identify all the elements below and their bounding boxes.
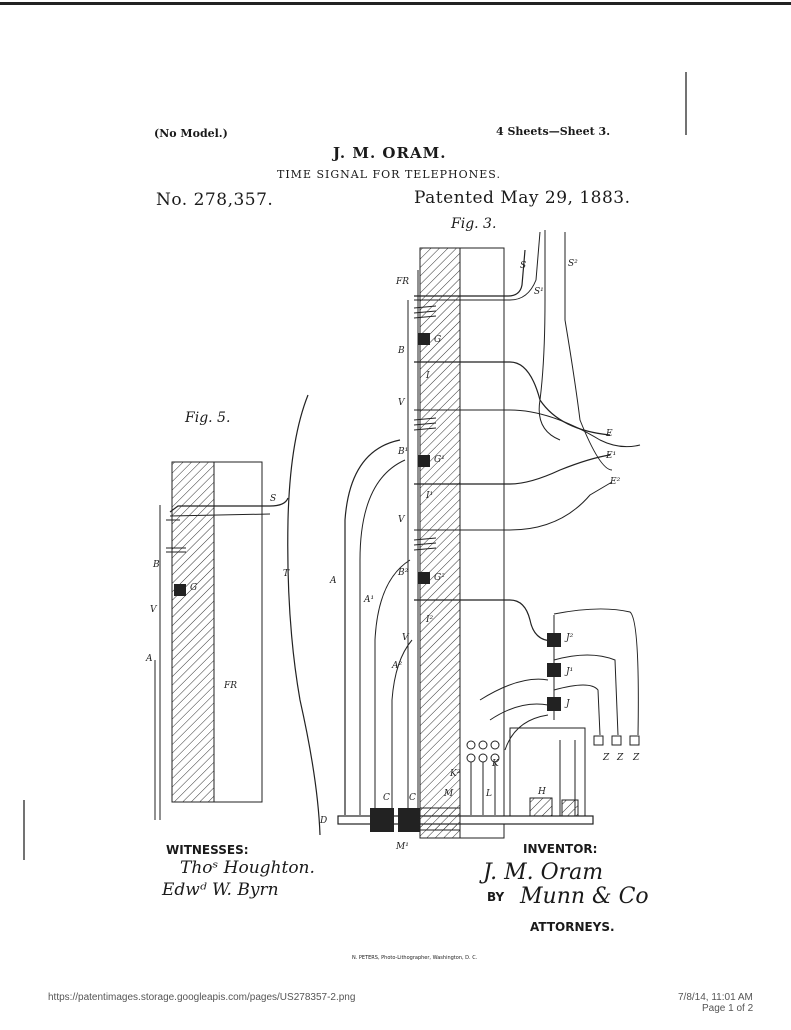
top-border-line [0,2,791,5]
label-t: T [283,569,290,579]
witness-signature-2: Edwᵈ W. Byrn [162,880,279,900]
label-j2: J² [564,633,574,643]
label-j1: J¹ [564,667,573,677]
label-h: H [537,787,546,797]
inventor-signature: J. M. Oram [483,860,604,885]
label-b2: B² [397,568,409,578]
label-i: I [425,371,430,381]
label-z-2: Z [616,753,624,763]
patent-number: No. 278,357. [156,190,274,210]
label-a1: A¹ [363,595,374,605]
attorney-signature: Munn & Co [520,884,649,909]
label-g1: G¹ [434,455,445,465]
label-c-2: C [409,793,416,803]
label-s: S [520,261,526,271]
label-m1: M¹ [395,842,409,852]
label-z-3: Z [632,753,640,763]
label-d: D [319,816,327,826]
label-g: G [434,335,441,345]
label-a: A [329,576,337,586]
label-m: M [443,789,454,799]
label-z-1: Z [602,753,610,763]
witnesses-heading: WITNESSES: [166,843,249,857]
figure-3 [337,230,641,839]
attorneys-label: ATTORNEYS. [530,920,615,934]
label-s-fig5: S [270,494,276,504]
fig3-label: Fig. 3. [451,216,497,232]
label-s1: S¹ [534,287,544,297]
no-model-label: (No Model.) [154,127,228,140]
label-e: E [605,429,613,439]
footer-page: Page 1 of 2 [702,1003,754,1014]
inventor-heading: INVENTOR: [523,842,598,856]
figure-5 [154,394,321,836]
label-v-2: V [398,515,406,525]
footer-datetime: 7/8/14, 11:01 AM [678,992,753,1003]
sheets-label: 4 Sheets—Sheet 3. [496,125,611,138]
label-b-fig5: B [152,560,160,570]
label-b: B [397,346,405,356]
label-g-fig5: G [190,583,197,593]
label-s2: S² [568,259,578,269]
witness-signature-1: Thoˢ Houghton. [180,858,315,878]
printer-imprint: N. PETERS, Photo-Lithographer, Washingto… [352,955,478,961]
patent-date: Patented May 29, 1883. [414,188,631,208]
label-e2: E² [609,477,621,487]
label-a2: A² [391,661,402,671]
label-g2: G² [434,573,445,583]
label-i1: I¹ [425,491,433,501]
label-i2: I² [425,615,434,625]
label-k: K [491,759,500,769]
label-c-1: C [383,793,390,803]
by-label: BY [487,890,505,904]
label-v-3: V [402,633,410,643]
label-j: J [564,699,571,709]
footer-url: https://patentimages.storage.googleapis.… [48,992,356,1003]
label-k2: K² [449,769,461,779]
label-v-1: V [398,398,406,408]
label-l: L [485,789,492,799]
label-fr-fig5: FR [223,681,237,691]
label-v-fig5: V [150,605,158,615]
inventor-name-heading: J. M. ORAM. [333,144,447,162]
patent-title: TIME SIGNAL FOR TELEPHONES. [277,168,501,181]
fig5-label: Fig. 5. [185,410,231,426]
label-a-fig5: A [145,654,153,664]
label-fr-fig3: FR [395,277,409,287]
label-b1: B¹ [397,447,408,457]
label-e1: E¹ [605,451,616,461]
